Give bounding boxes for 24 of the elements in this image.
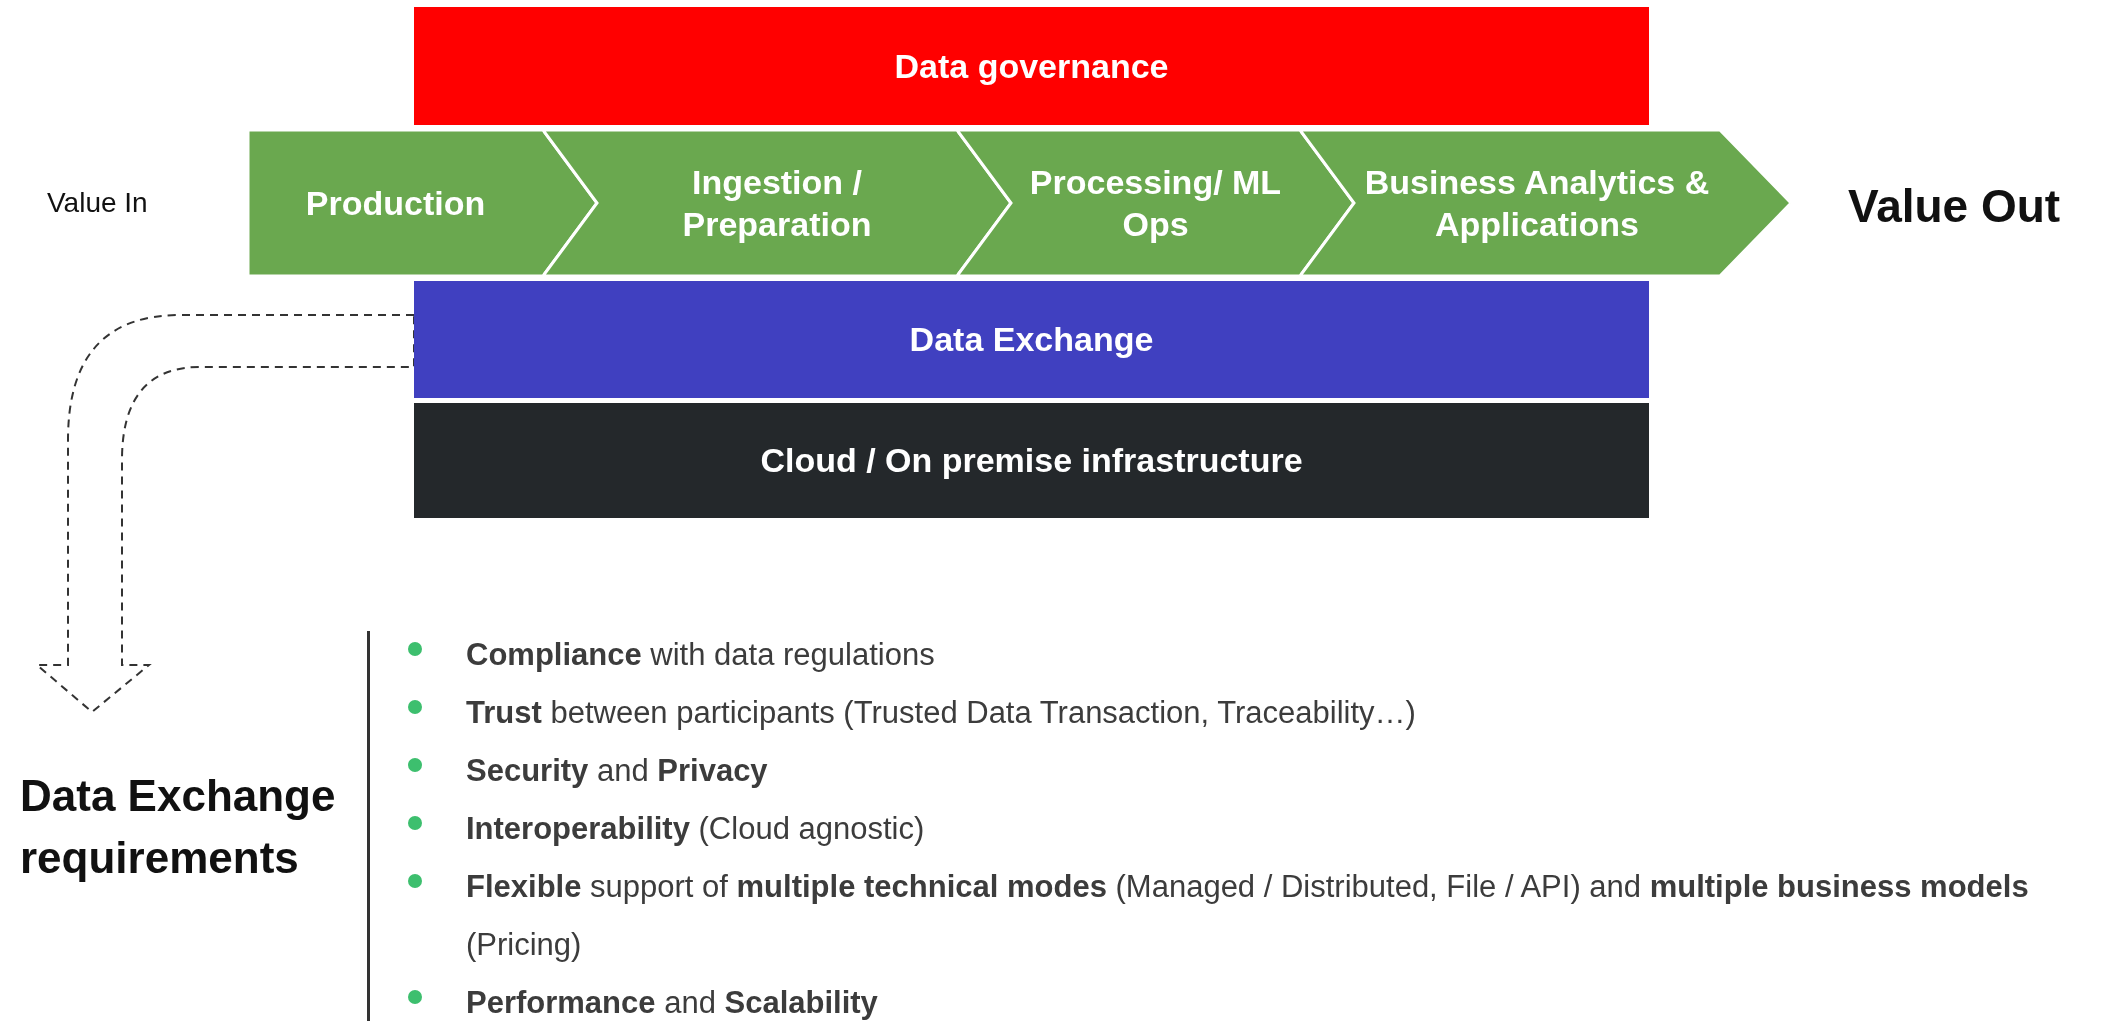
requirement-text: Trust between participants (Trusted Data Transaction, Traceability…) [466,694,1417,732]
requirement-text: Flexible support of multiple technical modes (Managed / Distributed, File / API) and multiple business models (Pricing) [466,868,2030,964]
dashed-block-arrow [36,314,415,713]
layer-label: Cloud / On premise infrastructure [760,440,1303,481]
step-label: Ingestion / Preparation [681,162,873,245]
layer-band [414,7,1649,125]
step-label: Processing/ ML Ops [1028,162,1283,245]
requirement-text: Performance and Scalability [466,984,879,1022]
chevron-step [248,130,597,276]
section-heading: Data Exchange requirements [20,770,337,884]
layer-band [414,281,1649,398]
requirement-text: Compliance with data regulations [466,636,936,674]
chevron-step [1300,130,1791,276]
value-out-label: Value Out [1848,179,2061,234]
layer-label: Data Exchange [909,319,1154,360]
layer-label: Data governance [894,45,1169,87]
requirement-text: Security and Privacy [466,752,769,790]
step-label: Production [305,183,486,224]
chevron-step [957,130,1354,276]
chevron-step [543,130,1011,276]
layer-band [414,403,1649,518]
value-in-label: Value In [47,186,148,220]
requirement-text: Interoperability (Cloud agnostic) [466,810,926,848]
step-label: Business Analytics & Applications [1363,162,1711,245]
